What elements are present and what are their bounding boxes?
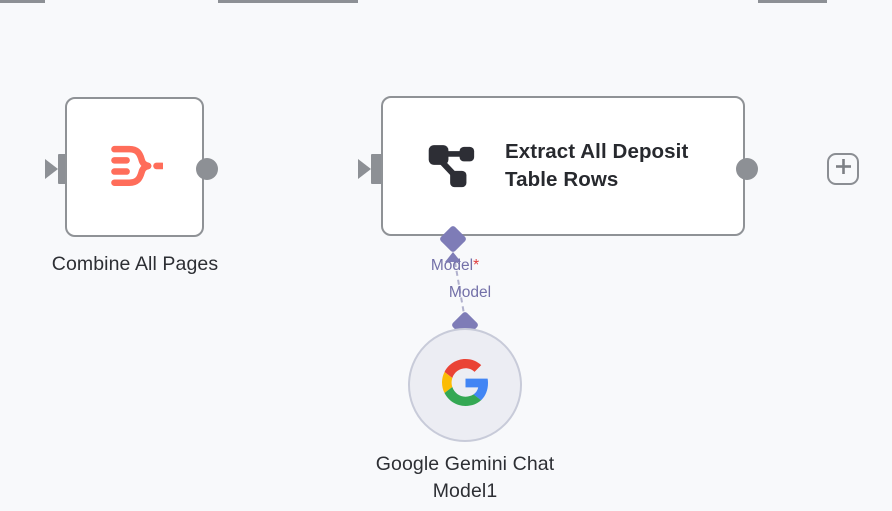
- input-port-extract-node[interactable]: [371, 154, 384, 184]
- connection-label-model-required: Model*: [430, 257, 480, 274]
- required-asterisk: *: [473, 257, 480, 274]
- add-node-button[interactable]: [827, 153, 859, 185]
- output-port-combine-node[interactable]: [196, 158, 218, 180]
- wire-arrowhead-icon: [358, 159, 371, 179]
- plus-icon: [835, 158, 852, 180]
- wire-arrowhead-icon: [45, 159, 58, 179]
- node-extract-all-deposit-table-rows[interactable]: Extract All Deposit Table Rows: [381, 96, 745, 236]
- node-title-extract: Extract All Deposit Table Rows: [505, 139, 689, 192]
- output-port-extract-node[interactable]: [736, 158, 758, 180]
- node-google-gemini-chat-model[interactable]: [408, 328, 522, 442]
- wire-combine-to-extract: [218, 0, 358, 3]
- google-logo-icon: [441, 359, 489, 411]
- wire-outgoing: [758, 0, 827, 3]
- node-label-gemini: Google Gemini Chat Model1: [375, 453, 555, 502]
- information-extractor-icon: [427, 140, 475, 193]
- node-combine-all-pages[interactable]: [65, 97, 204, 237]
- node-label-combine: Combine All Pages: [51, 253, 219, 275]
- wire-incoming: [0, 0, 45, 3]
- connection-label-model: Model: [448, 284, 492, 301]
- aggregate-icon: [107, 137, 165, 198]
- wire-arrowhead-up-icon: [445, 252, 461, 262]
